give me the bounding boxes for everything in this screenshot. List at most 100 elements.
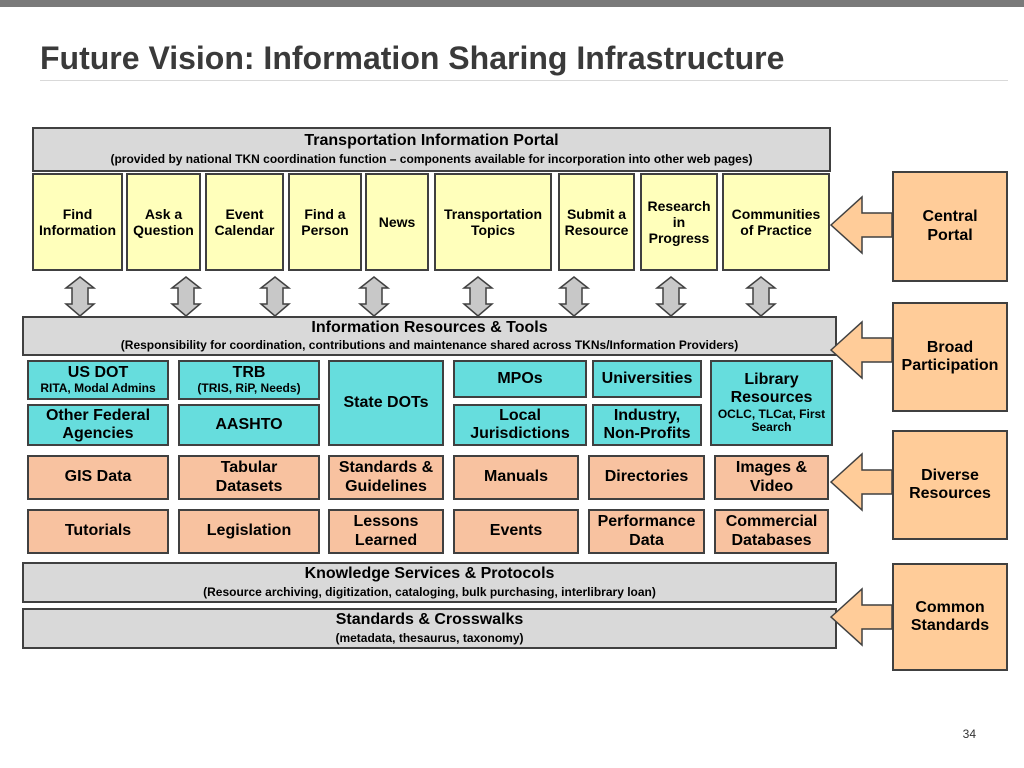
content-line: Lessons xyxy=(353,513,419,531)
portal-item-line: Topics xyxy=(470,222,516,238)
portal-item-transportation-topics: Transportation Topics xyxy=(434,173,552,271)
double-arrow-icon xyxy=(744,276,778,317)
provider-state-dots: State DOTs xyxy=(328,360,444,446)
content-lessons-learned: Lessons Learned xyxy=(328,509,444,554)
portal-item-line: Event xyxy=(225,205,264,222)
portal-item-news: News xyxy=(365,173,429,271)
double-arrows xyxy=(63,276,778,317)
content-line: GIS Data xyxy=(64,468,132,486)
content-line: Images & xyxy=(735,459,808,477)
left-arrow-icon xyxy=(829,195,893,255)
portal-item-line: of Practice xyxy=(740,222,812,238)
standards-crosswalks-title: Standards & Crosswalks xyxy=(335,611,524,629)
content-line: Commercial xyxy=(725,513,818,531)
content-line: Video xyxy=(749,477,794,495)
standards-crosswalks-bar: Standards & Crosswalks (metadata, thesau… xyxy=(22,608,837,649)
portal-item-ask-a-question: Ask a Question xyxy=(126,173,201,271)
portal-item-communities-of-practice: Communities of Practice xyxy=(722,173,830,271)
side-label-line: Common xyxy=(915,598,985,616)
portal-title: Transportation Information Portal xyxy=(304,132,559,150)
content-tabular-datasets: Tabular Datasets xyxy=(178,455,320,500)
side-label-diverse-resources: Diverse Resources xyxy=(892,430,1008,540)
content-directories: Directories xyxy=(588,455,705,500)
content-tutorials: Tutorials xyxy=(27,509,169,554)
side-label-common-standards: Common Standards xyxy=(892,563,1008,671)
portal-item-line: Ask a xyxy=(144,205,183,222)
provider-title-line: Non-Profits xyxy=(603,425,691,442)
portal-item-line: Submit a xyxy=(566,205,627,222)
content-line: Legislation xyxy=(206,522,292,540)
title-divider xyxy=(40,80,1008,81)
standards-crosswalks-subtitle: (metadata, thesaurus, taxonomy) xyxy=(335,630,524,645)
information-resources-subtitle: (Responsibility for coordination, contri… xyxy=(120,338,739,353)
portal-subtitle: (provided by national TKN coordination f… xyxy=(110,151,753,166)
provider-title: MPOs xyxy=(497,369,543,387)
portal-item-line: Communities xyxy=(731,205,821,222)
portal-bar: Transportation Information Portal (provi… xyxy=(32,127,831,172)
provider-subtitle-line: OCLC, TLCat, First xyxy=(717,406,826,421)
slide-title: Future Vision: Information Sharing Infra… xyxy=(40,40,785,76)
provider-subtitle: RITA, Modal Admins xyxy=(40,381,156,396)
provider-industry-non-profits: Industry, Non-Profits xyxy=(592,404,702,446)
provider-local-jurisdictions: Local Jurisdictions xyxy=(453,404,587,446)
content-commercial-databases: Commercial Databases xyxy=(714,509,829,554)
content-events: Events xyxy=(453,509,579,554)
portal-item-line: in xyxy=(672,213,686,230)
double-arrow-icon xyxy=(557,276,591,317)
side-label-line: Broad xyxy=(926,338,974,356)
portal-item-research-in-progress: Research in Progress xyxy=(640,173,718,271)
portal-item-line: Progress xyxy=(648,230,710,247)
portal-item-line: Transportation xyxy=(443,205,542,222)
side-label-line: Resources xyxy=(909,485,991,502)
content-line: Tabular xyxy=(220,459,278,477)
double-arrow-icon xyxy=(461,276,495,317)
portal-item-line: Resource xyxy=(564,222,629,238)
information-resources-bar: Information Resources & Tools (Responsib… xyxy=(22,316,837,356)
portal-item-event-calendar: Event Calendar xyxy=(205,173,284,271)
provider-title: AASHTO xyxy=(215,415,283,433)
knowledge-services-subtitle: (Resource archiving, digitization, catal… xyxy=(203,584,656,599)
double-arrow-icon xyxy=(258,276,292,317)
content-line: Datasets xyxy=(215,477,283,495)
provider-trb: TRB (TRIS, RiP, Needs) xyxy=(178,360,320,400)
content-line: Events xyxy=(489,522,543,540)
content-images-video: Images & Video xyxy=(714,455,829,500)
provider-title: US DOT xyxy=(67,363,129,381)
portal-item-line: Find xyxy=(62,205,93,222)
provider-title-line: Resources xyxy=(730,389,813,407)
portal-item-find-information: Find Information xyxy=(32,173,123,271)
double-arrow-icon xyxy=(654,276,688,317)
provider-universities: Universities xyxy=(592,360,702,398)
knowledge-services-title: Knowledge Services & Protocols xyxy=(304,565,555,583)
provider-subtitle: (TRIS, RiP, Needs) xyxy=(197,381,301,396)
portal-item-line: Person xyxy=(301,222,349,238)
portal-item-line: Question xyxy=(133,222,194,238)
page-number: 34 xyxy=(962,727,976,741)
portal-item-line: News xyxy=(378,213,416,230)
content-line: Performance xyxy=(597,513,696,531)
portal-item-line: Research xyxy=(647,197,711,214)
double-arrow-icon xyxy=(63,276,97,317)
side-label-line: Diverse xyxy=(921,466,979,484)
content-performance-data: Performance Data xyxy=(588,509,705,554)
provider-mpos: MPOs xyxy=(453,360,587,398)
provider-title: Universities xyxy=(601,369,693,387)
provider-title-line: Agencies xyxy=(62,425,134,442)
left-arrow-icon xyxy=(829,452,893,512)
provider-us-dot: US DOT RITA, Modal Admins xyxy=(27,360,169,400)
side-label-line: Portal xyxy=(927,226,973,244)
side-label-central-portal: Central Portal xyxy=(892,171,1008,282)
provider-title-line: Other Federal xyxy=(45,406,151,424)
double-arrow-icon xyxy=(169,276,203,317)
provider-library-resources: Library Resources OCLC, TLCat, First Sea… xyxy=(710,360,833,446)
left-arrow-icon xyxy=(829,587,893,647)
side-label-broad-participation: Broad Participation xyxy=(892,302,1008,412)
content-standards-guidelines: Standards & Guidelines xyxy=(328,455,444,500)
provider-title-line: Library xyxy=(744,370,799,388)
content-line: Standards & xyxy=(338,459,434,477)
content-line: Manuals xyxy=(483,468,548,486)
information-resources-title: Information Resources & Tools xyxy=(311,318,548,336)
side-label-line: Central xyxy=(922,208,978,226)
content-line: Databases xyxy=(731,531,812,549)
provider-title: State DOTs xyxy=(343,393,429,411)
